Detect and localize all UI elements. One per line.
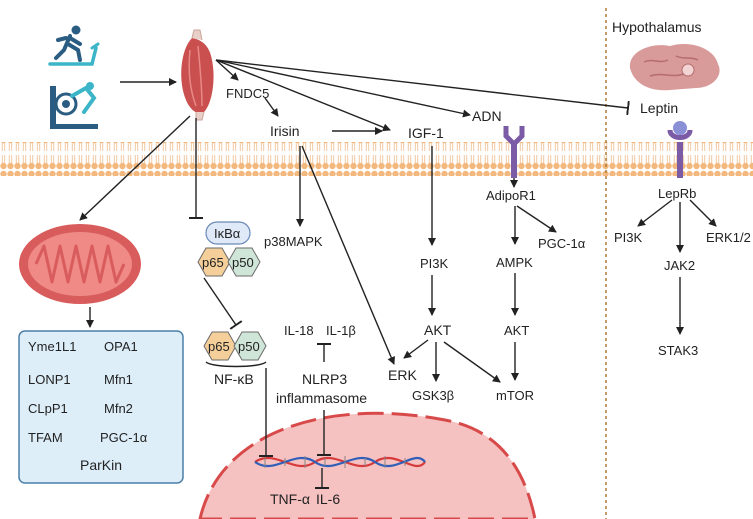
node-akt-mid: AKT: [424, 322, 452, 338]
node-adipor1: AdipoR1: [486, 188, 536, 203]
leprb-receptor-icon: [667, 121, 693, 178]
node-irisin: Irisin: [270, 123, 300, 139]
node-fndc5: FNDC5: [226, 86, 269, 101]
adipor1-receptor-icon: [503, 126, 525, 178]
node-il18: IL-18: [284, 323, 314, 338]
node-p65-2: p65: [208, 339, 230, 354]
brain-icon: [629, 44, 720, 91]
node-igf1: IGF-1: [408, 125, 444, 141]
mito-marker: PGC-1α: [100, 430, 148, 445]
mitochondrial-markers-box: [18, 330, 184, 484]
node-erk12: ERK1/2: [706, 230, 751, 245]
hypothalamus-label: Hypothalamus: [612, 19, 702, 35]
node-gsk3b: GSK3β: [412, 388, 454, 403]
node-pi3k-mid: PI3K: [420, 256, 449, 271]
node-adn: ADN: [472, 108, 502, 124]
nfkb-bracket: [205, 361, 267, 368]
dna-icon: [254, 456, 426, 468]
mito-marker: LONP1: [28, 372, 71, 387]
mito-marker: Mfn2: [104, 401, 133, 416]
node-il1b: IL-1β: [326, 323, 356, 338]
node-p38mapk: p38MAPK: [264, 234, 323, 249]
node-tnfa: TNF-α: [270, 491, 310, 507]
node-akt-right: AKT: [504, 323, 529, 338]
node-ampk: AMPK: [496, 255, 533, 270]
node-inflammasome: inflammasome: [276, 390, 367, 406]
node-ikba: IκBα: [214, 226, 241, 241]
node-nlrp3: NLRP3: [302, 371, 347, 387]
mito-marker: OPA1: [104, 339, 138, 354]
node-pgc1a-right: PGC-1α: [538, 236, 586, 251]
mito-marker: CLpP1: [28, 401, 68, 416]
ikba-shape: [205, 221, 251, 245]
mito-marker: TFAM: [28, 430, 63, 445]
mito-marker: Yme1L1: [28, 339, 76, 354]
treadmill-runner-icon: [48, 25, 100, 66]
node-mtor: mTOR: [496, 388, 534, 403]
mito-marker: Mfn1: [104, 372, 133, 387]
p50-hex-2: [233, 331, 267, 361]
edges: [79, 59, 717, 489]
node-nfkb: NF-κB: [214, 371, 254, 387]
muscle-icon: [181, 29, 214, 121]
node-pi3k-hyp: PI3K: [614, 230, 643, 245]
node-leptin: Leptin: [640, 100, 678, 116]
node-erk: ERK: [388, 367, 417, 383]
node-jak2: JAK2: [664, 258, 695, 273]
mitochondrion-icon: [19, 224, 141, 304]
node-p50-1: p50: [232, 255, 254, 270]
node-il6: IL-6: [316, 491, 340, 507]
node-p50-2: p50: [238, 339, 260, 354]
node-stak3: STAK3: [658, 343, 698, 358]
leg-press-icon: [50, 82, 98, 129]
p50-hex-1: [227, 247, 261, 277]
node-p65-1: p65: [202, 255, 224, 270]
cell-membrane: [0, 142, 753, 176]
mito-parkin: ParKin: [80, 457, 122, 473]
node-leprb: LepRb: [658, 186, 696, 201]
